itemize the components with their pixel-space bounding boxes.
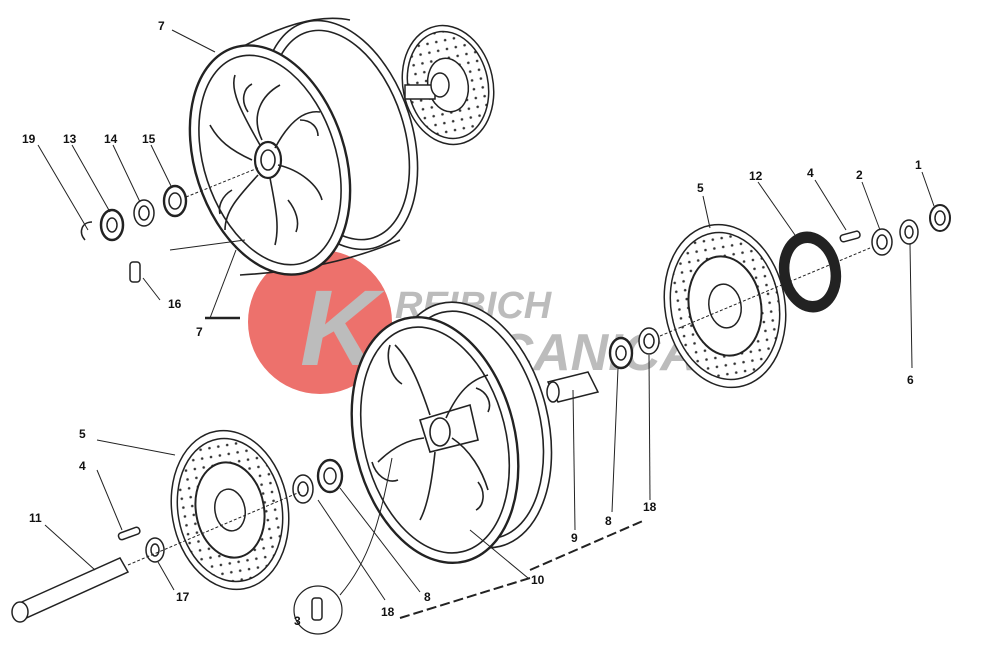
callout-18-left: 18 — [381, 605, 395, 619]
rear-hub-parts — [80, 167, 259, 283]
callout-7-top: 7 — [158, 19, 165, 33]
callout-18-right: 18 — [643, 500, 657, 514]
callout-9: 9 — [571, 531, 578, 545]
rear-brake-disc — [401, 24, 495, 146]
callout-5-left: 5 — [79, 427, 86, 441]
callout-8-right: 8 — [605, 514, 612, 528]
front-wheel — [350, 301, 553, 565]
callout-1: 1 — [915, 158, 922, 172]
callout-11: 11 — [29, 511, 42, 525]
callout-5-right: 5 — [697, 181, 704, 195]
watermark-circle — [248, 250, 392, 394]
front-brake-disc-right — [663, 223, 787, 389]
callout-10: 10 — [531, 573, 545, 587]
circlip-19 — [80, 221, 93, 241]
callout-13: 13 — [63, 132, 77, 146]
callout-16: 16 — [168, 297, 182, 311]
callout-14: 14 — [104, 132, 118, 146]
callout-17: 17 — [176, 590, 190, 604]
sprocket-flange — [778, 231, 842, 313]
callout-6: 6 — [907, 373, 914, 387]
front-right-parts — [546, 204, 951, 403]
callout-12: 12 — [749, 169, 763, 183]
callout-7-bottom: 7 — [196, 325, 203, 339]
leader-lines — [37, 29, 935, 619]
front-brake-disc-left — [170, 429, 290, 591]
callout-4-right: 4 — [807, 166, 814, 180]
rear-wheel — [188, 17, 419, 276]
callout-labels: 7 7 19 13 14 15 16 5 12 4 2 1 6 5 4 11 1… — [22, 19, 922, 628]
callout-3: 3 — [294, 614, 301, 628]
callout-4-left: 4 — [79, 459, 86, 473]
callout-15: 15 — [142, 132, 156, 146]
callout-2: 2 — [856, 168, 863, 182]
callout-19: 19 — [22, 132, 36, 146]
front-left-parts — [11, 457, 393, 635]
callout-8-left: 8 — [424, 590, 431, 604]
